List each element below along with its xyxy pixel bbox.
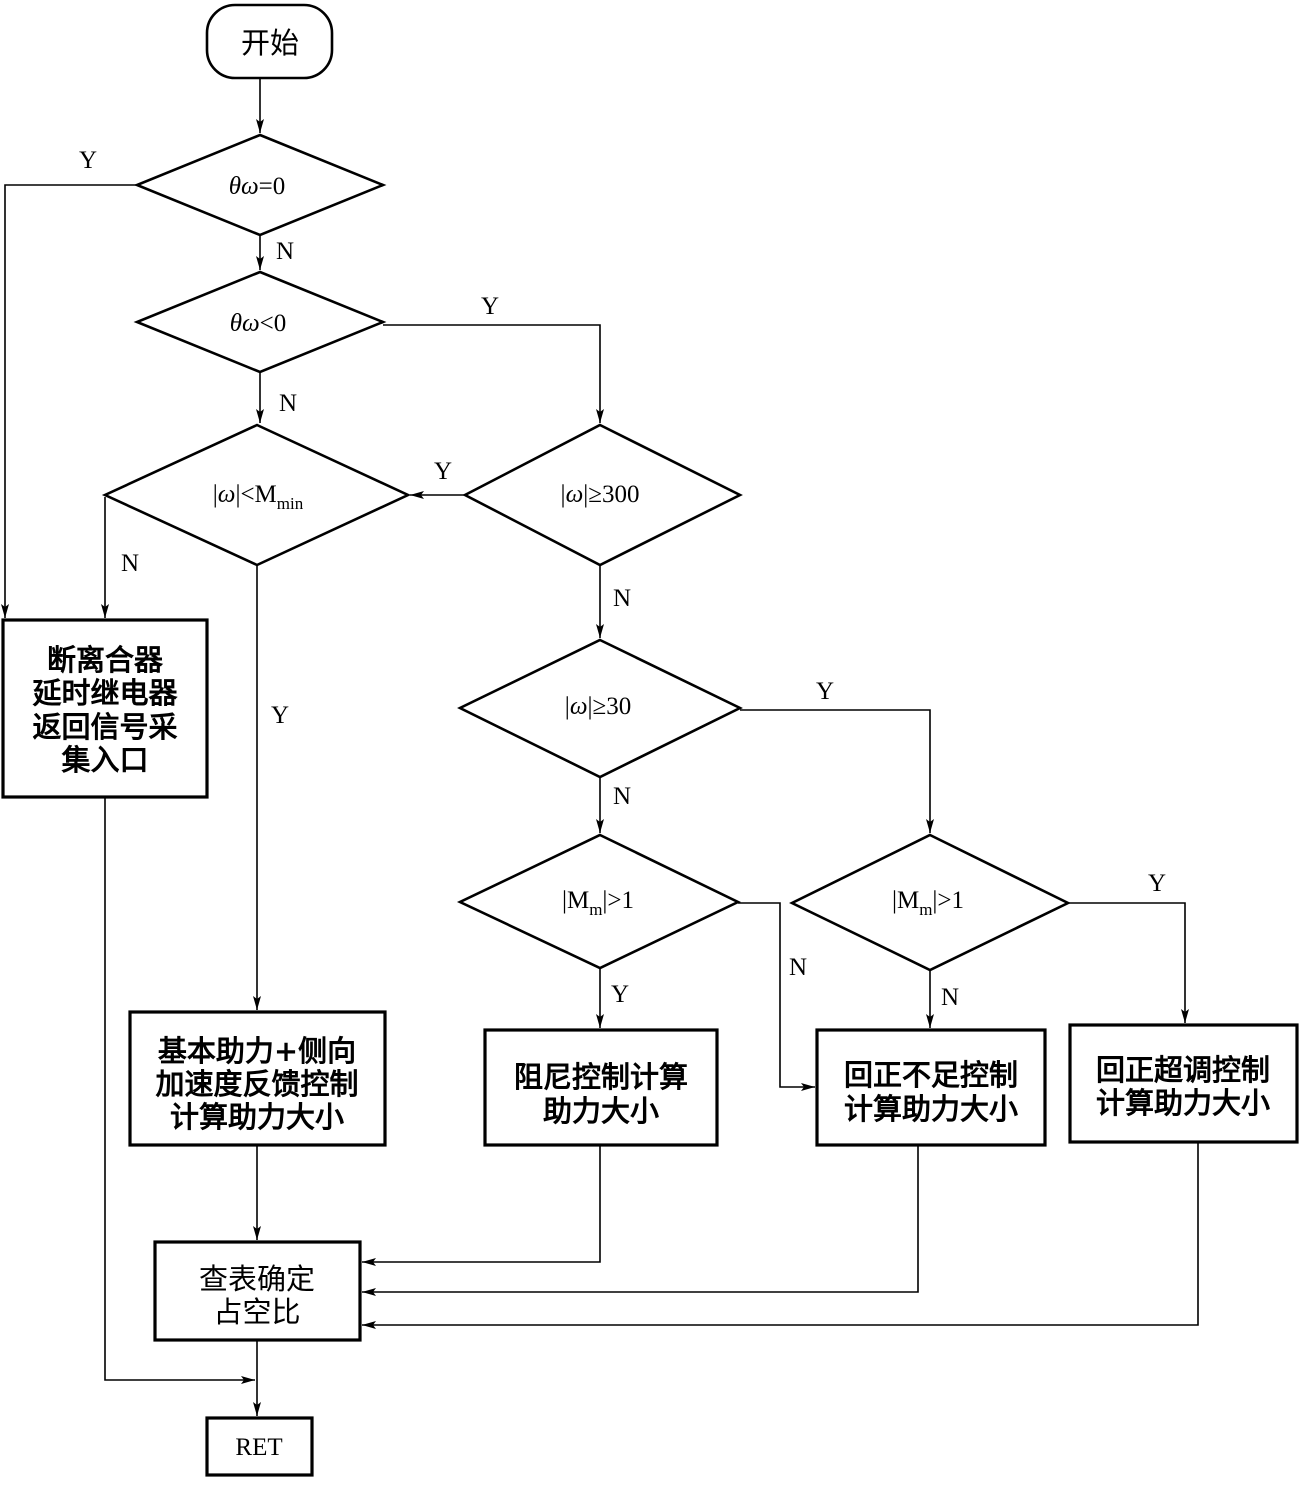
decision-2-diamond xyxy=(133,270,387,374)
decision-1-rest: =0 xyxy=(259,173,286,200)
edge-label-d5-yes: Y xyxy=(816,678,834,705)
under-return-box-line-1: 回正不足控制 xyxy=(844,1058,1018,1092)
decision-1: θω=0 xyxy=(133,133,387,237)
damping-box-line-1: 阻尼控制计算 xyxy=(514,1060,688,1094)
over-return-box-line-1: 回正超调控制 xyxy=(1096,1053,1270,1087)
decision-6-sub: m xyxy=(589,900,602,919)
decision-4: |ω|≥300 xyxy=(462,423,743,567)
assist-box: 基本助力+侧向 加速度反馈控制 计算助力大小 xyxy=(128,1010,387,1147)
ret-label: RET xyxy=(235,1434,282,1461)
clutch-box-rect xyxy=(1,618,209,799)
decision-7-diamond xyxy=(789,833,1071,972)
edge-over-return-box-to-lookup xyxy=(362,1142,1199,1329)
decision-3-rest: |<M xyxy=(235,481,276,508)
edge-d2-yes-to-d4 xyxy=(383,324,604,423)
edge-d7-yes-to-over-return-box xyxy=(1068,902,1189,1023)
edge-label-d3-no: N xyxy=(121,550,139,577)
decision-2-var: θω xyxy=(230,310,260,337)
damping-box-rect xyxy=(483,1028,719,1147)
decision-2-label: θω<0 xyxy=(230,310,287,337)
over-return-box-rect xyxy=(1068,1023,1299,1144)
edge-label-d5-no: N xyxy=(613,783,631,810)
clutch-box-line-1: 断离合器 xyxy=(47,643,164,677)
decision-3-open: | xyxy=(213,481,218,508)
clutch-box-line-3: 返回信号采 xyxy=(32,710,177,744)
decision-2: θω<0 xyxy=(133,270,387,374)
over-return-box: 回正超调控制 计算助力大小 xyxy=(1068,1023,1299,1144)
decision-6-rest: |>1 xyxy=(602,887,634,914)
decision-5-label: |ω|≥30 xyxy=(565,693,631,720)
decision-6-diamond xyxy=(456,833,741,970)
start-terminal xyxy=(205,3,334,80)
edge-label-d1-yes: Y xyxy=(79,147,97,174)
edge-label-d6-no: N xyxy=(789,954,807,981)
ret-node: RET xyxy=(205,1416,314,1477)
decision-7-label: |Mm|>1 xyxy=(892,887,964,919)
decision-3-sub: min xyxy=(277,494,304,513)
lookup-box-line-2: 占空比 xyxy=(213,1295,300,1329)
decision-5: |ω|≥30 xyxy=(457,638,743,779)
edge-under-return-box-to-lookup xyxy=(362,1145,919,1296)
edge-d5-yes-to-d7 xyxy=(740,709,934,833)
decision-4-rest: |≥300 xyxy=(583,481,639,508)
edge-label-d3-yes: Y xyxy=(271,702,289,729)
decision-5-diamond xyxy=(457,638,743,779)
edge-clutch-box-to-ret xyxy=(104,797,255,1384)
lookup-box-rect xyxy=(153,1240,362,1342)
edge-label-d6-yes: Y xyxy=(611,981,629,1008)
decision-1-label: θω=0 xyxy=(229,173,286,200)
edge-label-d1-no: N xyxy=(276,238,294,265)
decision-4-label: |ω|≥300 xyxy=(561,481,640,508)
assist-box-line-3: 计算助力大小 xyxy=(170,1100,344,1134)
decision-7-rest: |>1 xyxy=(932,887,964,914)
ret-rect xyxy=(205,1416,314,1477)
decision-3-var: ω xyxy=(218,481,236,508)
edge-label-d4-yes: Y xyxy=(434,458,452,485)
decision-6-open: |M xyxy=(562,887,589,914)
decision-4-var: ω xyxy=(566,481,584,508)
edge-label-d7-no: N xyxy=(941,984,959,1011)
decision-4-open: | xyxy=(561,481,566,508)
decision-7-open: |M xyxy=(892,887,919,914)
clutch-box-line-2: 延时继电器 xyxy=(31,676,178,710)
under-return-box-rect xyxy=(815,1028,1047,1147)
over-return-box-line-2: 计算助力大小 xyxy=(1096,1086,1270,1120)
edge-label-d4-no: N xyxy=(613,585,631,612)
decision-6-label: |Mm|>1 xyxy=(562,887,634,919)
decision-5-rest: |≥30 xyxy=(587,693,631,720)
edge-label-d2-yes: Y xyxy=(481,293,499,320)
assist-box-line-1: 基本助力+侧向 xyxy=(158,1034,356,1068)
edge-d1-yes-to-clutch-box xyxy=(1,184,137,618)
decision-7: |Mm|>1 xyxy=(789,833,1071,972)
lookup-box-line-1: 查表确定 xyxy=(199,1262,315,1296)
decision-5-var: ω xyxy=(570,693,588,720)
decision-3-diamond xyxy=(101,423,412,567)
under-return-box: 回正不足控制 计算助力大小 xyxy=(815,1028,1047,1147)
damping-box: 阻尼控制计算 助力大小 xyxy=(483,1028,719,1147)
decision-1-diamond xyxy=(133,133,387,237)
under-return-box-line-2: 计算助力大小 xyxy=(844,1092,1018,1126)
decision-3-label: |ω|<Mmin xyxy=(213,481,304,513)
lookup-box: 查表确定 占空比 xyxy=(153,1240,362,1342)
clutch-box-line-4: 集入口 xyxy=(60,743,148,777)
edge-label-d7-yes: Y xyxy=(1148,870,1166,897)
edge-damping-box-to-lookup xyxy=(362,1145,601,1266)
decision-6: |Mm|>1 xyxy=(456,833,741,970)
decision-3: |ω|<Mmin xyxy=(101,423,412,567)
edge-label-d2-no: N xyxy=(279,390,297,417)
edge-d6-no-to-under-return-box xyxy=(738,902,815,1091)
start-node: 开始 xyxy=(205,3,334,80)
decision-7-sub: m xyxy=(919,900,932,919)
decision-4-diamond xyxy=(462,423,743,567)
clutch-box: 断离合器 延时继电器 返回信号采 集入口 xyxy=(1,618,209,799)
damping-box-line-2: 助力大小 xyxy=(543,1094,659,1128)
start-label: 开始 xyxy=(241,26,299,60)
assist-box-line-2: 加速度反馈控制 xyxy=(155,1067,358,1101)
decision-5-open: | xyxy=(565,693,570,720)
assist-box-rect xyxy=(128,1010,387,1147)
decision-2-rest: <0 xyxy=(260,310,287,337)
decision-1-var: θω xyxy=(229,173,259,200)
